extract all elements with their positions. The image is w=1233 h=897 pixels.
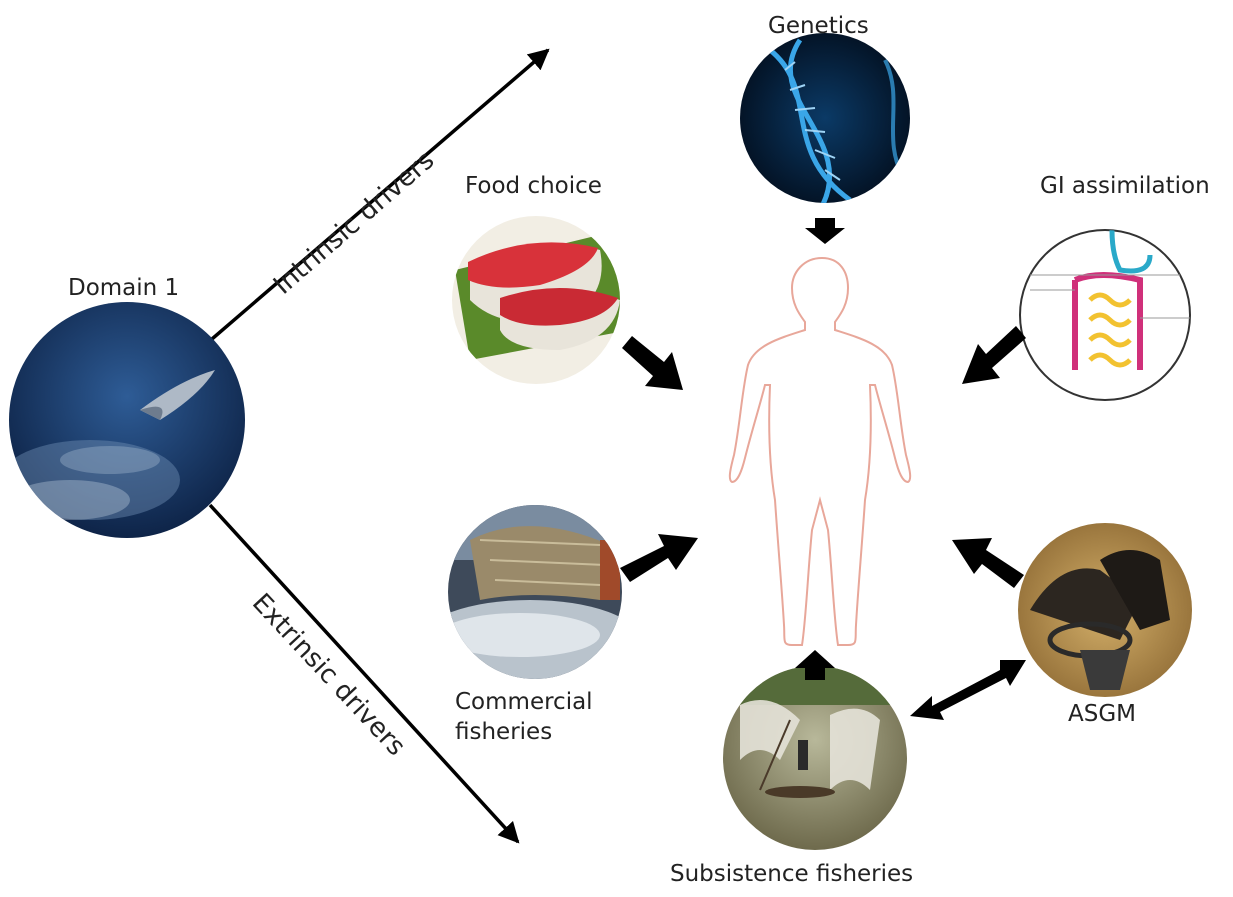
human-body-outline xyxy=(730,258,910,645)
commercial-fishing-image xyxy=(420,500,640,680)
commercial-fisheries-label: Commercial fisheries xyxy=(455,688,625,748)
commercial-fisheries-arrow xyxy=(620,534,698,582)
tuna-sushi-image xyxy=(452,216,630,384)
subsistence-fishing-image xyxy=(720,660,910,850)
subsistence-fisheries-label: Subsistence fisheries xyxy=(670,860,913,890)
subsistence-asgm-double-arrow xyxy=(910,660,1026,720)
food-choice-label: Food choice xyxy=(465,172,602,202)
food-choice-arrow xyxy=(622,336,683,390)
gi-assimilation-arrow xyxy=(962,326,1026,384)
asgm-arrow xyxy=(952,538,1024,588)
domain-1-label: Domain 1 xyxy=(68,274,179,304)
genetics-arrow xyxy=(805,218,845,244)
genetics-label: Genetics xyxy=(768,12,869,42)
gi-tract-image xyxy=(1020,230,1190,400)
gi-assimilation-label: GI assimilation xyxy=(1040,172,1210,202)
dna-image xyxy=(740,33,910,210)
domain-ocean-image xyxy=(0,302,245,538)
asgm-mining-image xyxy=(1018,523,1192,697)
asgm-label: ASGM xyxy=(1068,700,1136,730)
